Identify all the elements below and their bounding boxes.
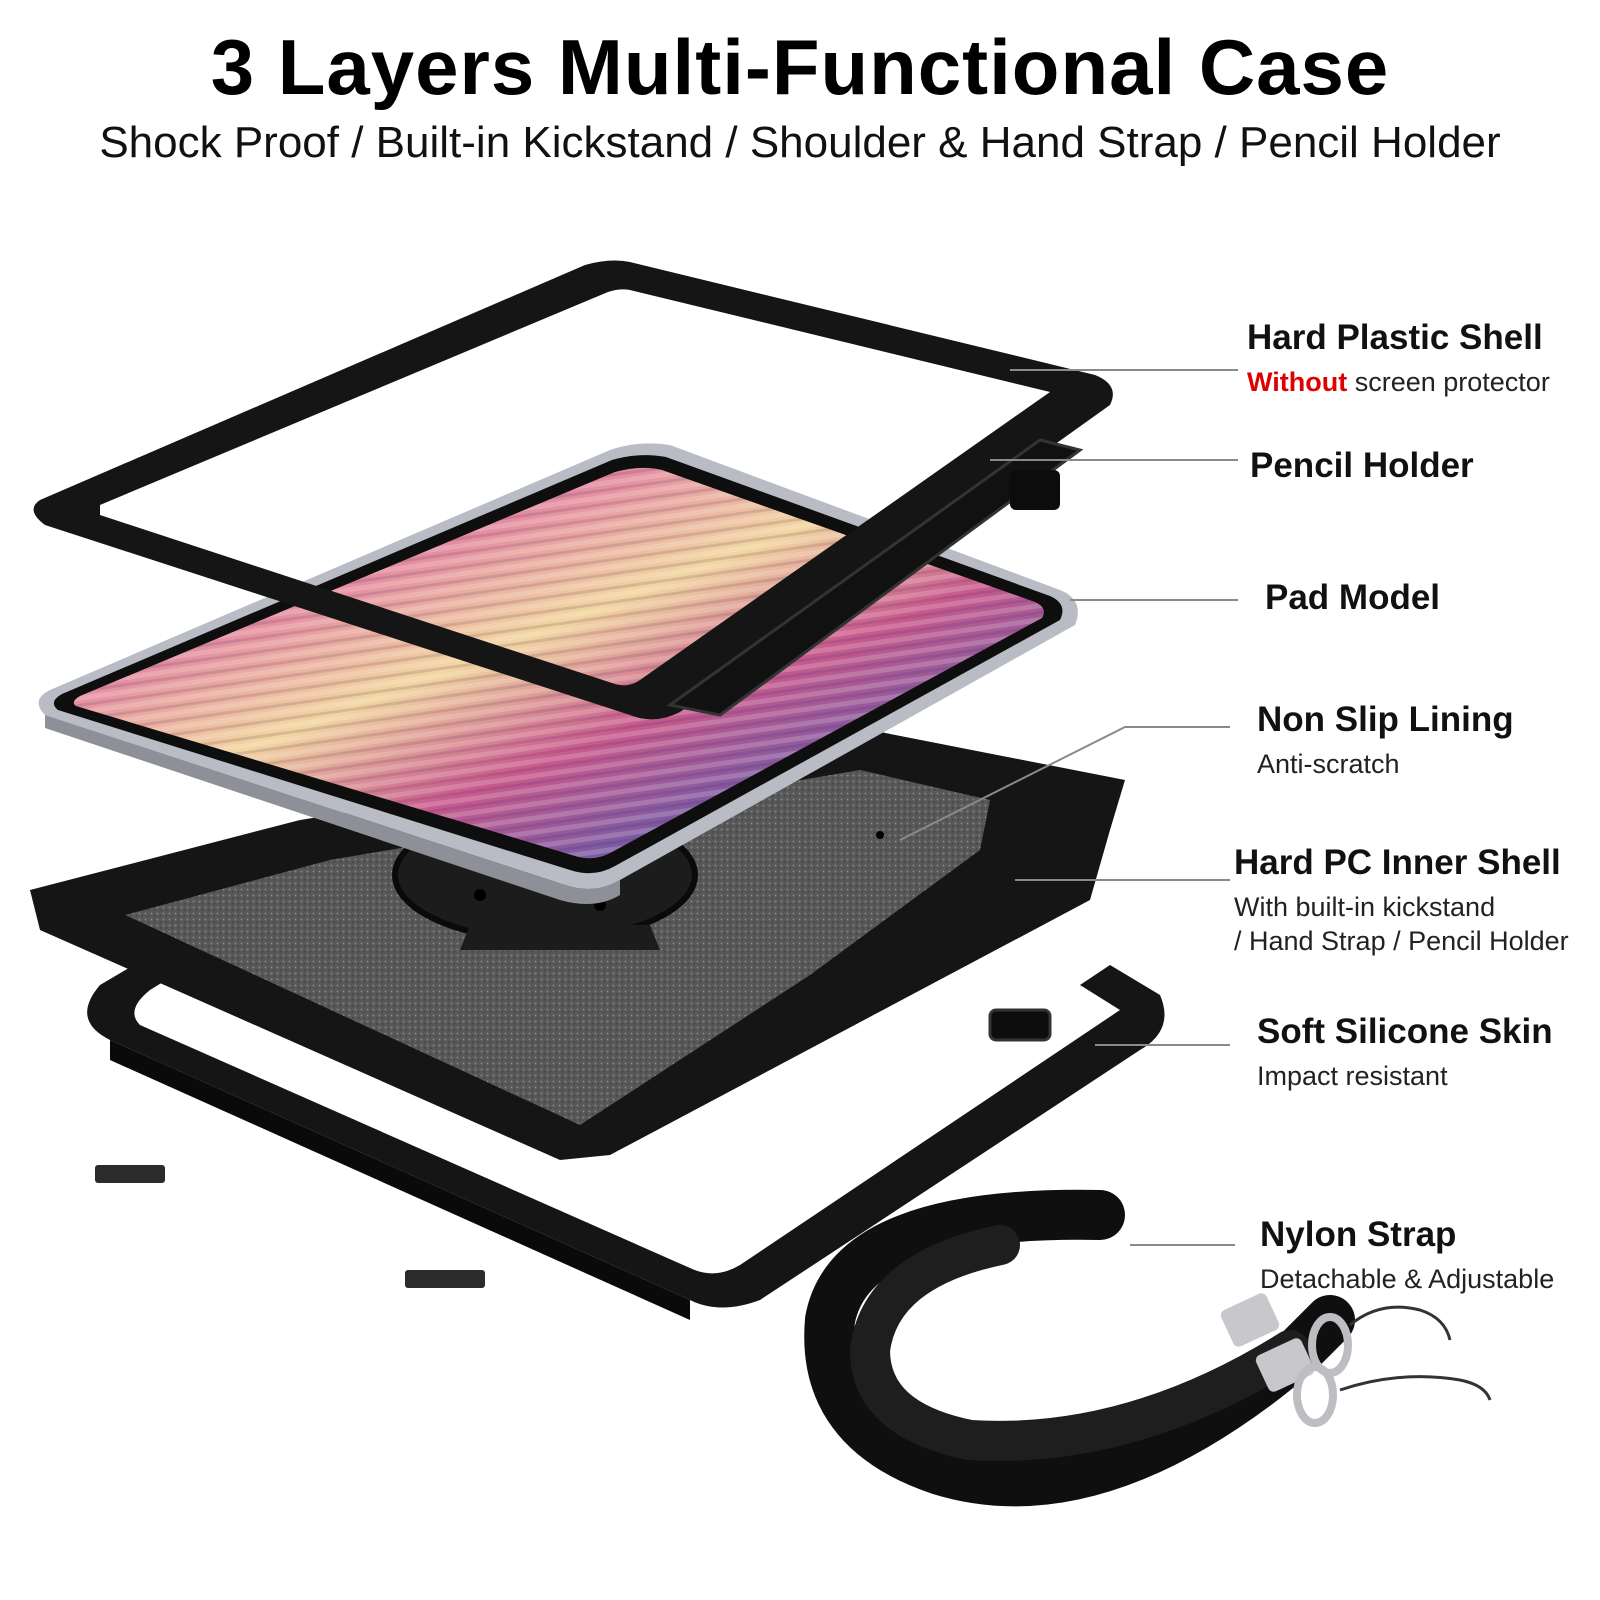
hard-plastic-shell-desc: Without screen protector <box>1247 366 1550 400</box>
nylon-strap-shape <box>804 1189 1492 1507</box>
without-highlight: Without <box>1247 367 1348 397</box>
silicone-skin-shape <box>87 935 1165 1320</box>
page-subtitle: Shock Proof / Built-in Kickstand / Shoul… <box>99 118 1501 167</box>
hard-pc-inner-shell-desc: With built-in kickstand / Hand Strap / P… <box>1234 891 1569 959</box>
nylon-strap-desc: Detachable & Adjustable <box>1260 1264 1555 1294</box>
page-title: 3 Layers Multi-Functional Case <box>210 23 1390 111</box>
screen-protector-text: screen protector <box>1347 367 1550 397</box>
hard-plastic-shell-label: Hard Plastic Shell <box>1247 318 1543 357</box>
non-slip-lining-label: Non Slip Lining <box>1257 700 1514 739</box>
hard-pc-inner-shell-desc-line2: / Hand Strap / Pencil Holder <box>1234 925 1569 956</box>
plastic-shell-shape <box>33 260 1113 720</box>
callout-nylon-strap: Nylon Strap Detachable & Adjustable <box>1260 1215 1554 1297</box>
callout-hard-pc-inner-shell: Hard PC Inner Shell With built-in kickst… <box>1234 843 1569 959</box>
pencil-holder-label: Pencil Holder <box>1250 446 1474 485</box>
callout-pencil-holder: Pencil Holder <box>1250 446 1474 486</box>
hard-pc-inner-shell-desc-line1: With built-in kickstand <box>1234 892 1496 922</box>
soft-silicone-skin-desc: Impact resistant <box>1257 1061 1448 1091</box>
callout-pad-model: Pad Model <box>1265 578 1440 618</box>
hard-pc-inner-shell-label: Hard PC Inner Shell <box>1234 843 1561 882</box>
nylon-strap-label: Nylon Strap <box>1260 1215 1457 1254</box>
soft-silicone-skin-label: Soft Silicone Skin <box>1257 1012 1553 1051</box>
non-slip-lining-desc: Anti-scratch <box>1257 749 1400 779</box>
leader-lines <box>899 369 1238 1246</box>
callout-hard-plastic-shell: Hard Plastic Shell Without screen protec… <box>1247 318 1550 400</box>
callout-soft-silicone-skin: Soft Silicone Skin Impact resistant <box>1257 1012 1553 1094</box>
callout-non-slip-lining: Non Slip Lining Anti-scratch <box>1257 700 1514 782</box>
pad-model-label: Pad Model <box>1265 578 1441 617</box>
